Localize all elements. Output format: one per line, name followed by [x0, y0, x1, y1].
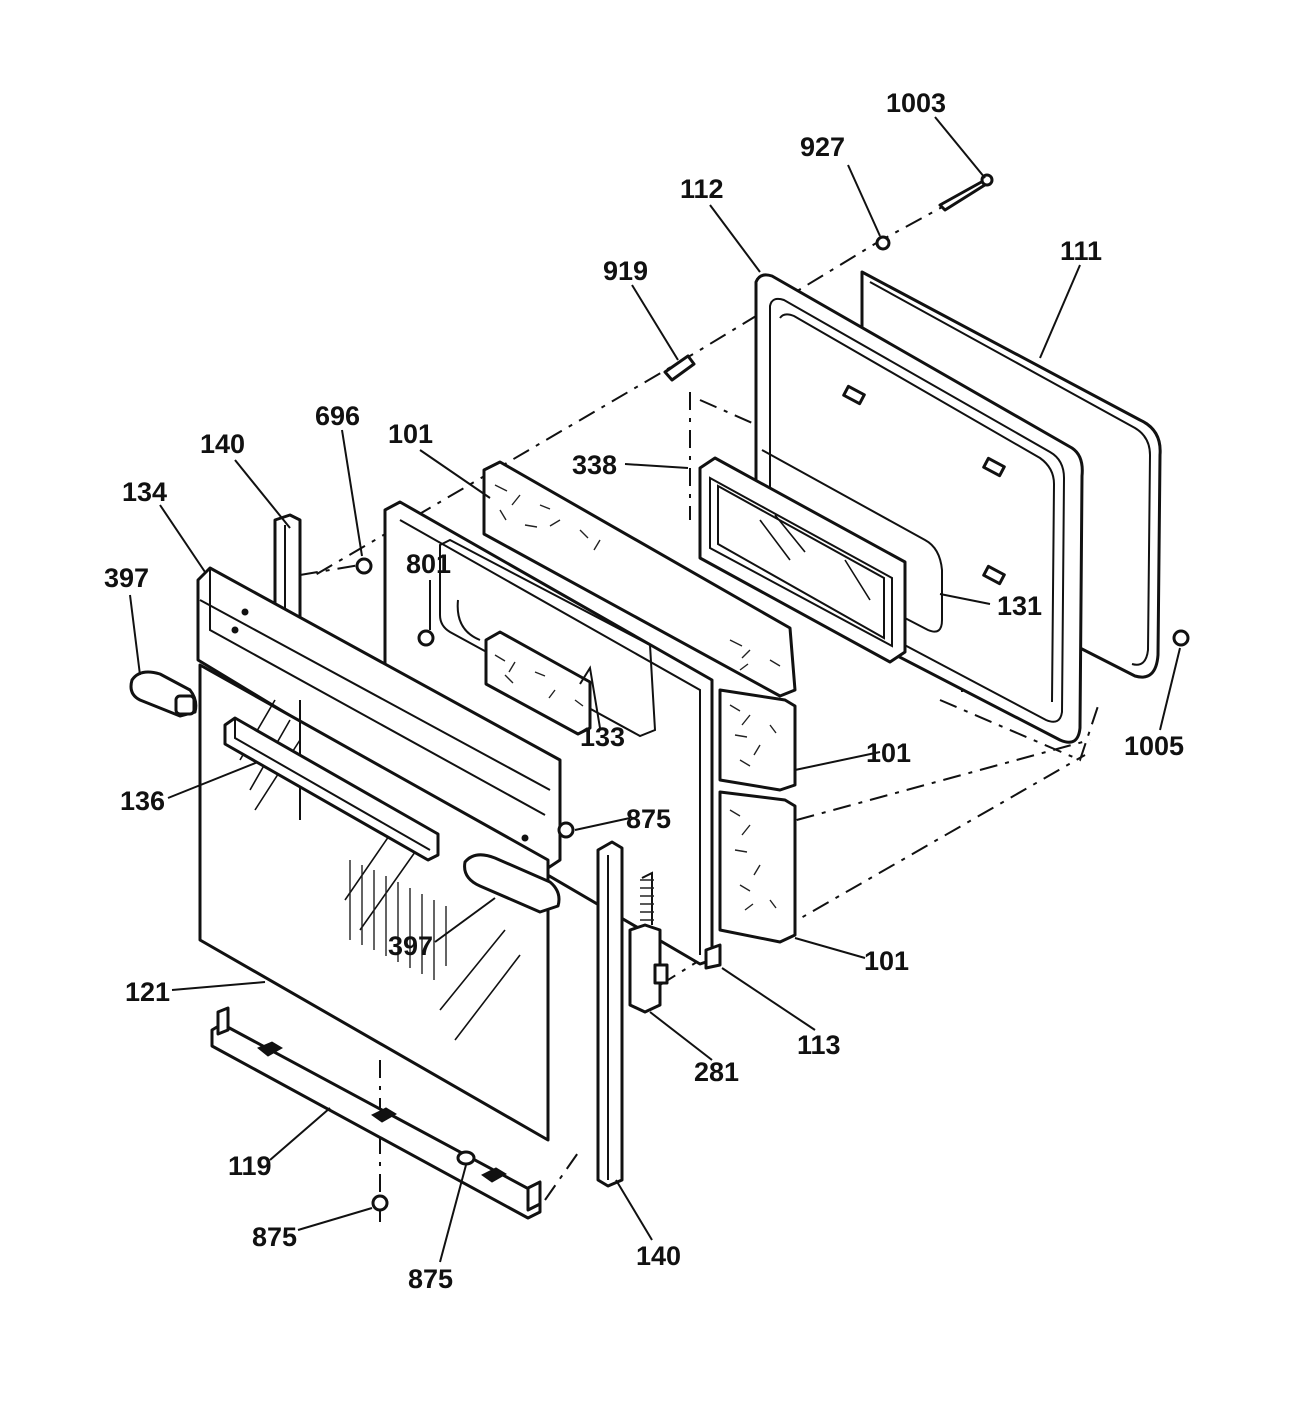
- callout-113: 113: [797, 1030, 841, 1060]
- side-trim-140-right: [596, 840, 624, 1188]
- callout-101-middle: 101: [866, 738, 911, 768]
- callout-801: 801: [406, 549, 451, 579]
- callout-131: 131: [997, 591, 1042, 621]
- leader-lines: [129, 116, 1181, 1263]
- callout-112: 112: [680, 174, 724, 204]
- callout-121: 121: [125, 977, 170, 1007]
- insulation-101-bottom: [718, 790, 797, 944]
- callout-397-right: 397: [388, 931, 433, 961]
- callout-140-bottom: 140: [636, 1241, 681, 1271]
- insulation-101-top: [482, 460, 797, 698]
- callout-101-bottom: 101: [864, 946, 909, 976]
- hinge-281: [628, 871, 669, 1014]
- callout-397-left: 397: [104, 563, 149, 593]
- callout-119: 119: [228, 1151, 272, 1181]
- insulation-101-middle: [718, 688, 797, 792]
- hinge-channel-113: [704, 943, 722, 970]
- callout-927: 927: [800, 132, 845, 162]
- callout-875-upper: 875: [626, 804, 671, 834]
- handle-endcap-397-right: [463, 853, 561, 914]
- callout-338: 338: [572, 450, 617, 480]
- callout-101-top: 101: [388, 419, 433, 449]
- callout-1003: 1003: [886, 88, 946, 118]
- callout-696: 696: [315, 401, 360, 431]
- callout-133: 133: [580, 722, 625, 752]
- callout-labels: 1003 927 112 111 919 696 101 338 140 134…: [104, 88, 1184, 1294]
- window-pack-338: [698, 456, 907, 664]
- callout-140-top: 140: [200, 429, 245, 459]
- handle-endcap-397-left: [129, 670, 198, 718]
- screws: [355, 173, 1190, 1222]
- callout-136: 136: [120, 786, 165, 816]
- callout-111: 111: [1060, 236, 1102, 266]
- callout-875-lower-right: 875: [408, 1264, 453, 1294]
- callout-919: 919: [603, 256, 648, 286]
- bottom-trim-119: [210, 1006, 542, 1220]
- callout-1005: 1005: [1124, 731, 1184, 761]
- callout-281: 281: [694, 1057, 739, 1087]
- callout-134: 134: [122, 477, 167, 507]
- door-handle-136: [223, 716, 440, 862]
- callout-875-lower-left: 875: [252, 1222, 297, 1252]
- control-trim-134: [196, 566, 562, 872]
